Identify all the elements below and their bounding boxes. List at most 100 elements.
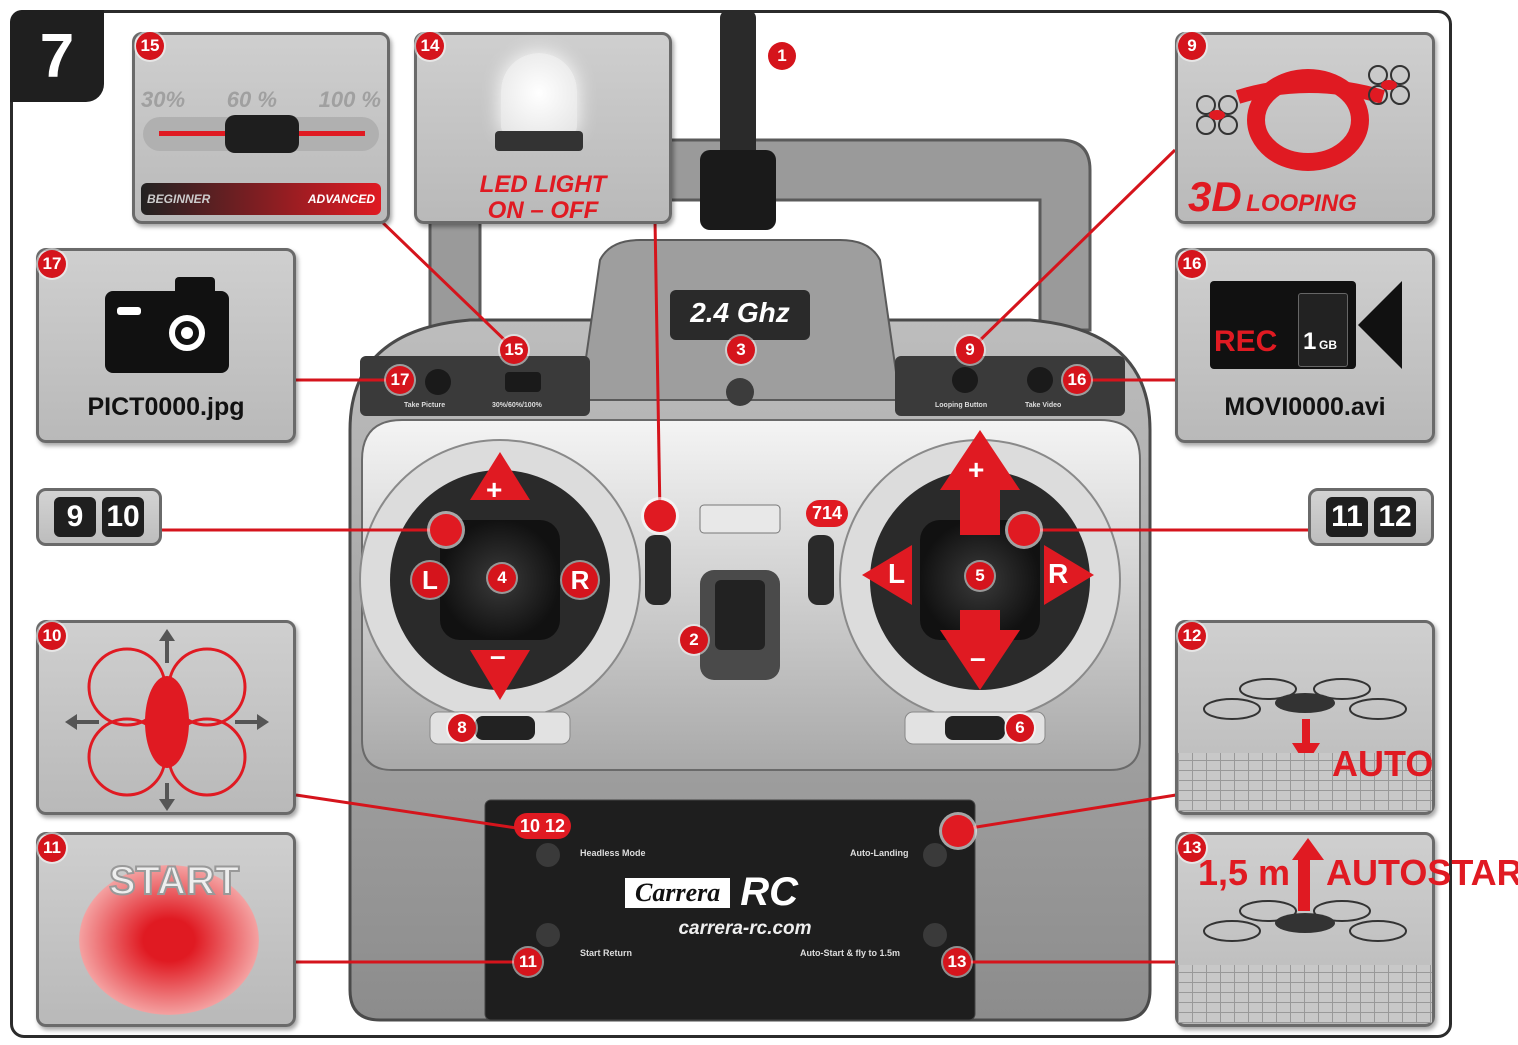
auto-start-height: 1,5 m [1198,852,1291,893]
speed-level-30: 30% [141,87,186,112]
left-stick-r-label: R [562,562,598,598]
speed-mode-bar: BEGINNER ADVANCED [141,183,381,215]
callout-trim-left: 8 [448,714,476,742]
rate-switch-caption: 30%/60%/100% [492,402,542,409]
callout-led-corner: 14 [416,32,444,60]
callout-left-stick: 4 [488,564,516,592]
auto-start-panel [1175,832,1435,1027]
callout-headless-button: 10 12 [514,813,572,839]
callout-looping-button: 9 [956,336,984,364]
led-line1: LED LIGHT [479,171,607,198]
callout-7-14-label: 714 [806,500,849,527]
video-card-icon: REC 1 GB [1210,281,1356,369]
headless-drone-graphic [65,629,269,811]
left-stick-minus-label: – [490,640,506,671]
headless-mode-caption: Headless Mode [580,848,646,858]
camera-icon [105,277,229,373]
auto-land-panel: AUTO [1175,620,1435,815]
callout-power: 2 [680,626,708,654]
brand-logo: Carrera RC [625,870,798,915]
led-line2: ON – OFF [487,197,599,224]
looping-button-caption: Looping Button [935,402,988,409]
photo-filename: PICT0000.jpg [87,393,245,421]
auto-landing-dot [942,815,974,847]
key-9: 9 [54,497,96,537]
brand-rc: RC [740,870,799,914]
left-stick-plus-label: + [486,474,503,505]
right-stick-minus-label: – [970,642,986,673]
sd-card-icon: 1 GB [1298,293,1348,367]
auto-land-drone-graphic [1203,678,1407,753]
auto-land-label: AUTO [1332,743,1434,784]
key-10: 10 [102,497,144,537]
looping-graphic [1196,65,1410,171]
key-11: 11 [1326,497,1368,537]
key-12: 12 [1374,497,1416,537]
ground-grid-start [1178,965,1432,1023]
callout-photo-corner: 17 [38,250,66,278]
take-picture-caption: Take Picture [404,402,446,409]
auto-start-caption: Auto-Start & fly to 1.5m [800,948,901,958]
right-stick-plus-label: + [968,454,985,485]
start-propeller-graphic [79,865,259,1015]
beginner-label: BEGINNER [147,192,211,206]
callout-video-button: 16 [1063,366,1091,394]
take-video-caption: Take Video [1025,402,1062,409]
left-stick-l-label: L [412,562,448,598]
ground-grid [1178,753,1432,811]
speed-levels: 30% 60 % 100 % [141,87,381,113]
start-label: START [108,858,240,904]
speed-level-60: 60 % [226,87,277,112]
callout-10-12-label: 10 12 [514,813,572,839]
rec-label: REC [1214,325,1278,358]
callout-autostart-button: 13 [943,948,971,976]
callout-right-stick: 5 [966,562,994,590]
auto-start-label: AUTOSTAR [1326,852,1518,893]
callout-speed-corner: 15 [136,32,164,60]
frequency-display [670,290,810,340]
callout-led3: 3 [727,336,755,364]
start-return-caption: Start Return [580,948,633,958]
callout-autostart-corner: 13 [1178,834,1206,862]
right-stick-l-label: L [888,558,906,589]
antenna [720,10,756,170]
auto-start-drone-graphic [1203,855,1407,942]
sd-capacity: 1 [1303,328,1317,355]
video-filename: MOVI0000.avi [1224,393,1386,421]
left-stick-dot [430,514,462,546]
callout-antenna: 1 [768,42,796,70]
callout-trim-center-14: 714 [806,500,849,527]
auto-start-arrow-icon [1292,838,1324,860]
video-panel: REC 1 GB MOVI0000.avi [1175,248,1435,443]
advanced-label: ADVANCED [307,192,375,206]
callout-video-corner: 16 [1178,250,1206,278]
sd-unit: GB [1319,338,1337,352]
brand-url: carrera-rc.com [678,918,812,939]
looping-text: 3D LOOPING [1188,173,1357,221]
callout-photo-button: 17 [386,366,414,394]
speed-slider-knob [225,115,299,153]
led-panel: LED LIGHT ON – OFF [414,32,672,224]
left-keys-box: 9 10 [36,488,162,546]
callout-start-corner: 11 [38,834,66,862]
photo-panel: PICT0000.jpg [36,248,296,443]
bottom-panel [484,799,976,1021]
speed-level-100: 100 % [318,87,381,112]
figure-number: 7 [10,10,104,102]
looping-3d: 3D [1188,173,1242,220]
start-panel: START [36,832,296,1027]
brand-name: Carrera [625,877,731,908]
led-dot [644,500,676,532]
led-lamp-base [495,131,583,151]
callout-trim-right: 6 [1006,714,1034,742]
callout-landing-corner: 12 [1178,622,1206,650]
right-keys-box: 11 12 [1308,488,1434,546]
auto-landing-caption: Auto-Landing [850,848,909,858]
right-stick-dot [1008,514,1040,546]
callout-start-button: 11 [514,948,542,976]
callout-speed-switch: 15 [500,336,528,364]
frequency-label: 2.4 Ghz [690,297,790,328]
right-stick-r-label: R [1048,558,1069,589]
headless-panel [36,620,296,815]
callout-headless-corner: 10 [38,622,66,650]
